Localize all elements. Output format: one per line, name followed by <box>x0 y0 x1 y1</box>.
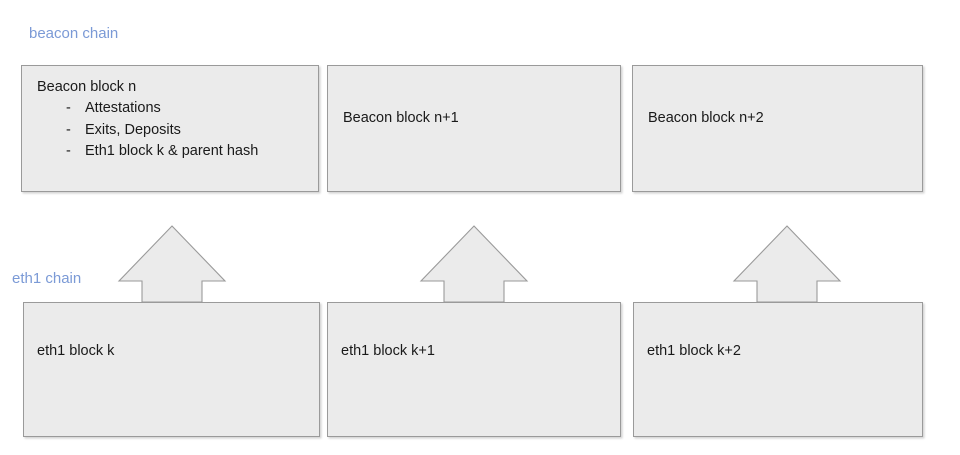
bullet-dash-icon: - <box>66 121 71 138</box>
arrow-eth1-k2-to-beacon-n2 <box>732 225 842 303</box>
arrow-up-icon <box>419 225 529 303</box>
arrow-up-icon <box>117 225 227 303</box>
eth1-block-k-plus-1-title: eth1 block k+1 <box>341 343 435 359</box>
eth1-block-k-title: eth1 block k <box>37 343 115 359</box>
list-item: - Eth1 block k & parent hash <box>37 141 258 163</box>
eth1-block-k-plus-1[interactable]: eth1 block k+1 <box>327 302 621 437</box>
beacon-block-n-plus-1-title: Beacon block n+1 <box>343 110 459 126</box>
beacon-block-n-plus-2[interactable]: Beacon block n+2 <box>632 65 923 192</box>
beacon-block-n-title: Beacon block n <box>37 79 137 95</box>
beacon-block-n[interactable]: Beacon block n - Attestations - Exits, D… <box>21 65 319 192</box>
beacon-block-n-plus-2-title: Beacon block n+2 <box>648 110 764 126</box>
list-item-label: Attestations <box>85 100 161 116</box>
eth1-block-k[interactable]: eth1 block k <box>23 302 320 437</box>
arrow-eth1-k1-to-beacon-n1 <box>419 225 529 303</box>
beacon-block-n-bullet-list: - Attestations - Exits, Deposits - Eth1 … <box>37 98 258 163</box>
list-item: - Attestations <box>37 98 258 120</box>
arrow-up-icon <box>732 225 842 303</box>
bullet-dash-icon: - <box>66 143 71 159</box>
list-item-label: Eth1 block k & parent hash <box>85 143 259 159</box>
eth1-block-k-plus-2[interactable]: eth1 block k+2 <box>633 302 923 437</box>
beacon-chain-label: beacon chain <box>29 25 119 42</box>
bullet-dash-icon: - <box>66 100 71 116</box>
eth1-block-k-plus-2-title: eth1 block k+2 <box>647 343 741 359</box>
eth1-chain-label: eth1 chain <box>12 270 82 287</box>
list-item: - Exits, Deposits <box>37 120 258 142</box>
arrow-eth1-k-to-beacon-n <box>117 225 227 303</box>
list-item-label: Exits, Deposits <box>85 121 181 138</box>
beacon-block-n-plus-1[interactable]: Beacon block n+1 <box>327 65 621 192</box>
